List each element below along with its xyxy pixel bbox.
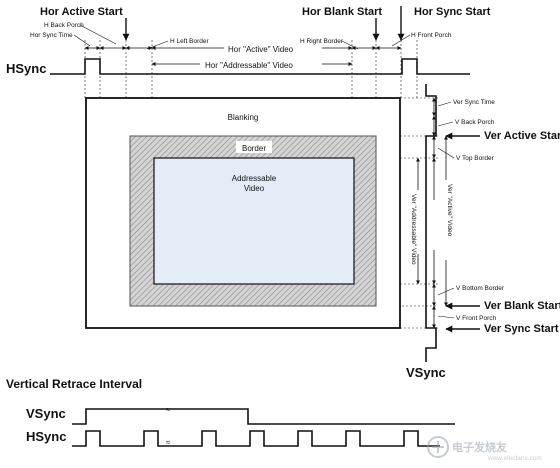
v-top-border-label: V Top Border xyxy=(456,155,495,162)
hor-sync-time-label: Hor Sync Time xyxy=(30,32,73,39)
retrace-hsync-waveform xyxy=(72,430,440,447)
watermark-text: 电子发烧友 xyxy=(452,440,507,454)
blanking-label: Blanking xyxy=(228,113,259,122)
watermark-logo: 电子发烧友 www.elecfans.com xyxy=(427,436,542,462)
retrace-vsync-waveform xyxy=(72,408,455,425)
border-label-bg xyxy=(236,141,272,153)
hsync-top-label: HSync xyxy=(6,61,46,76)
ver-blank-start-label: Ver Blank Start xyxy=(484,300,560,312)
vsync-right-waveform xyxy=(425,84,437,362)
v-front-porch-label: V Front Porch xyxy=(456,315,496,322)
hor-sync-start-label: Hor Sync Start xyxy=(414,6,491,18)
retrace-hsync-label: HSync xyxy=(26,429,66,444)
border-label: Border xyxy=(242,144,266,153)
watermark-url: www.elecfans.com xyxy=(487,455,542,462)
v-top-border-leader xyxy=(437,147,455,159)
hsync-top-waveform xyxy=(50,58,470,75)
ver-active-start-label: Ver Active Start xyxy=(484,130,560,142)
h-front-porch-label: H Front Porch xyxy=(411,32,452,39)
addressable-label-line1: Addressable xyxy=(232,174,277,183)
hor-active-start-label: Hor Active Start xyxy=(40,6,123,18)
ver-sync-start-label: Ver Sync Start xyxy=(484,323,559,335)
retrace-title: Vertical Retrace Interval xyxy=(6,377,142,391)
horizontal-dimension-lines xyxy=(84,46,402,66)
hor-active-video-label: Hor "Active" Video xyxy=(228,45,294,54)
vertical-dimension-lines xyxy=(416,97,448,329)
v-back-porch-label: V Back Porch xyxy=(455,119,495,126)
hor-addressable-video-label: Hor "Addressable" Video xyxy=(205,61,293,70)
v-bottom-border-label: V Bottom Border xyxy=(456,285,505,292)
h-back-porch-leader xyxy=(79,24,117,45)
ver-sync-time-leader xyxy=(437,101,452,107)
addressable-label-line2: Video xyxy=(244,184,265,193)
retrace-hsync-break: ≈ xyxy=(166,438,171,447)
h-back-porch-label: H Back Porch xyxy=(44,22,84,29)
retrace-vsync-break: ≈ xyxy=(166,405,171,414)
h-right-border-label: H Right Border xyxy=(300,38,344,45)
v-front-porch-leader xyxy=(437,315,455,319)
ver-addressable-video-label: Ver "Addressable" Video xyxy=(410,194,417,265)
retrace-vsync-label: VSync xyxy=(26,406,66,421)
h-left-border-label: H Left Border xyxy=(170,38,209,45)
ver-sync-time-label: Ver Sync Time xyxy=(453,99,495,106)
vsync-right-label: VSync xyxy=(406,365,446,380)
hor-blank-start-label: Hor Blank Start xyxy=(302,6,382,18)
v-back-porch-leader xyxy=(437,121,454,127)
v-bottom-border-leader xyxy=(437,287,455,296)
ver-active-video-label: Ver "Active" Video xyxy=(446,184,453,237)
hor-sync-time-leader xyxy=(73,34,91,47)
addressable-video-region xyxy=(153,157,355,285)
